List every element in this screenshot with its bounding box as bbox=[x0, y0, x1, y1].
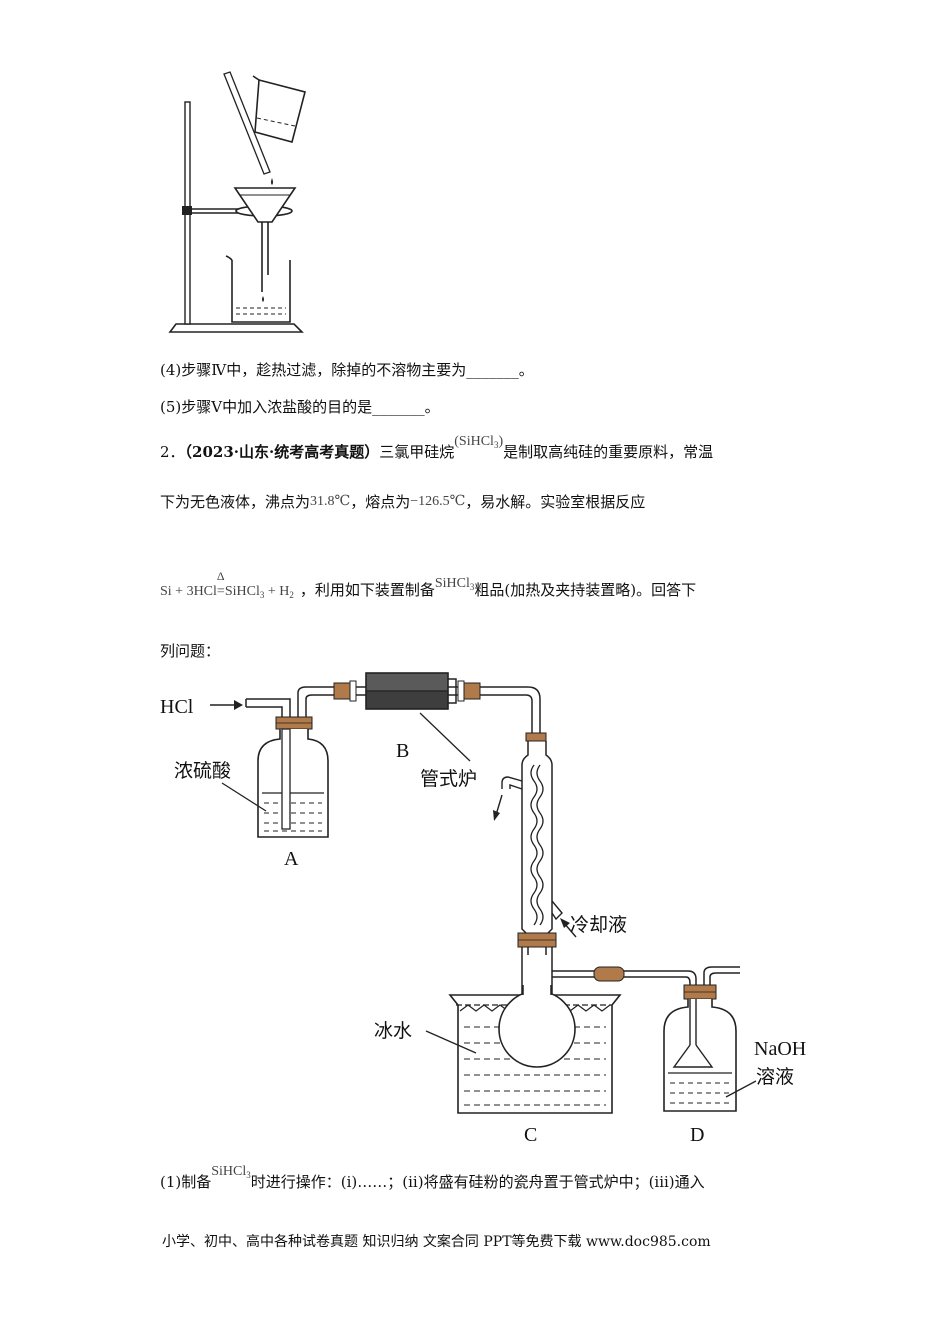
question-2-line-4: 列问题： bbox=[160, 642, 221, 660]
label-b: B bbox=[396, 740, 409, 762]
melting-point: −126.5℃ bbox=[410, 494, 466, 509]
sihcl3-apparatus-figure: HCl 浓硫酸 A B 管式炉 冷却 bbox=[160, 672, 806, 1146]
label-naoh: NaOH bbox=[754, 1038, 806, 1060]
sub-question-1: (1)制备SiHCl3时进行操作：(i)……；(ii)将盛有硅粉的瓷舟置于管式炉… bbox=[160, 1164, 705, 1191]
question-2-line-2: 下为无色液体，沸点为31.8℃，熔点为−126.5℃，易水解。实验室根据反应 bbox=[160, 493, 646, 511]
question-5: (5)步骤Ⅴ中加入浓盐酸的目的是_______。 bbox=[160, 398, 440, 416]
question-2-line-1: 2．（2023·山东·统考高考真题）三氯甲硅烷(SiHCl3)是制取高纯硅的重要… bbox=[160, 434, 714, 467]
compound-name: 三氯甲硅烷 bbox=[379, 443, 455, 461]
filtration-apparatus-figure bbox=[168, 71, 306, 333]
page-footer: 小学、初中、高中各种试卷真题 知识归纳 文案合同 PPT等免费下载 www.do… bbox=[162, 1234, 711, 1250]
question-source: （2023·山东·统考高考真题） bbox=[184, 443, 380, 461]
sihcl3-formula: (SiHCl3) bbox=[454, 434, 504, 450]
label-ice-water: 冰水 bbox=[374, 1020, 412, 1042]
label-hcl: HCl bbox=[160, 696, 194, 718]
label-solution: 溶液 bbox=[756, 1066, 794, 1088]
question-2-text-b: 是制取高纯硅的重要原料，常温 bbox=[503, 443, 714, 461]
label-tube-furnace: 管式炉 bbox=[420, 768, 477, 790]
sihcl3-formula-2: SiHCl3 bbox=[434, 576, 475, 592]
label-conc-h2so4: 浓硫酸 bbox=[174, 760, 231, 782]
question-4: (4)步骤Ⅳ中，趁热过滤，除掉的不溶物主要为_______。 bbox=[160, 361, 534, 379]
label-coolant: 冷却液 bbox=[570, 914, 627, 936]
sihcl3-formula-3: SiHCl3 bbox=[211, 1164, 251, 1180]
label-a: A bbox=[284, 848, 299, 870]
question-number: 2． bbox=[160, 443, 185, 461]
boiling-point: 31.8℃ bbox=[310, 494, 351, 509]
label-d: D bbox=[690, 1124, 704, 1146]
label-c: C bbox=[524, 1124, 537, 1146]
